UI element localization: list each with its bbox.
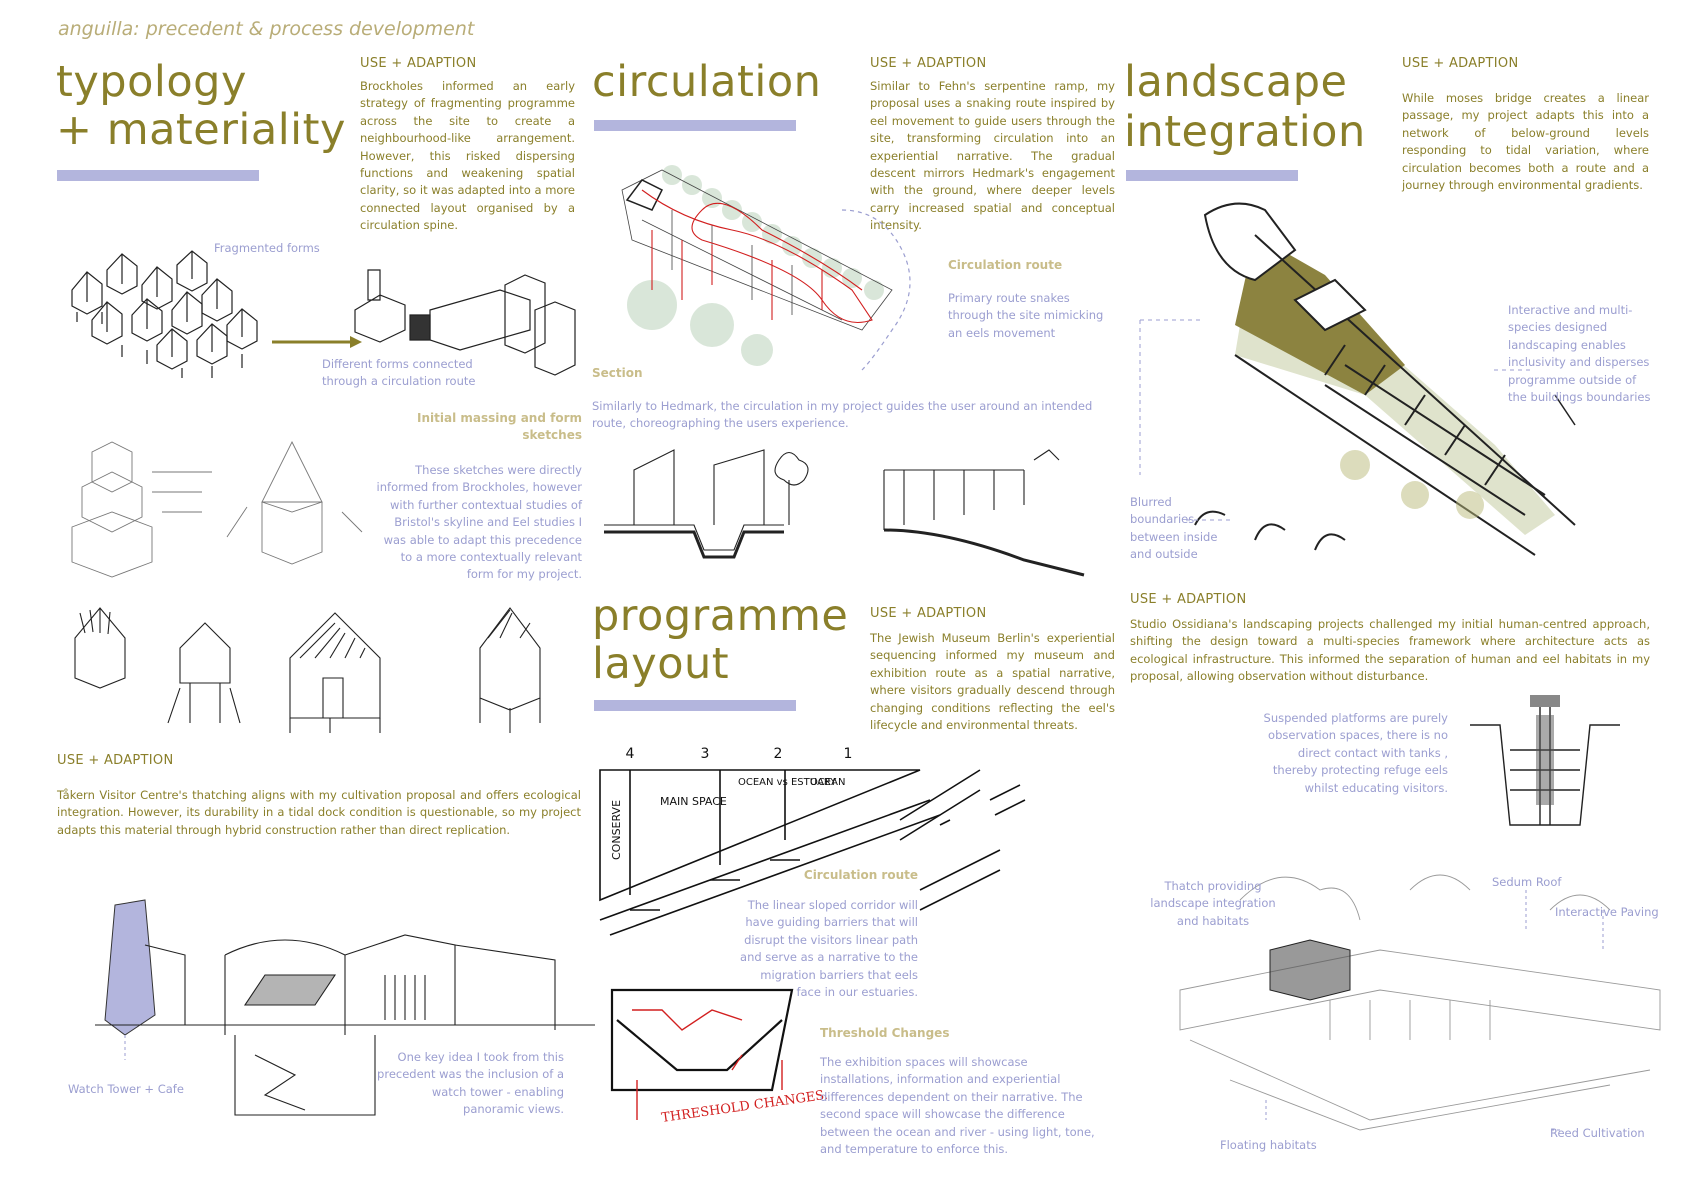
landscape-dashed-leaders — [1139, 319, 1530, 521]
typology-divider — [57, 170, 259, 181]
label-floating-habitats: Floating habitats — [1220, 1138, 1317, 1152]
label-blurred-boundaries: Blurred boundaries between inside and ou… — [1130, 495, 1218, 562]
label-sedum-roof: Sedum Roof — [1492, 875, 1562, 889]
landscape-text: While moses bridge creates a linear pass… — [1402, 91, 1649, 193]
section-text: Similarly to Hedmark, the circulation in… — [592, 399, 1093, 431]
sketch-number-4: 4 — [626, 746, 635, 762]
label-connected-forms: Different forms connected through a circ… — [322, 357, 476, 389]
section-label: Section — [592, 366, 643, 380]
landscape-plan — [1194, 202, 1576, 556]
label-interactive-paving: Interactive Paving — [1555, 905, 1659, 919]
label-thatch: Thatch providing landscape integration a… — [1150, 879, 1276, 928]
landscape-title-line1: landscape — [1124, 57, 1348, 107]
section-sketches — [604, 449, 1085, 577]
typology-text: Brockholes informed an early strategy of… — [360, 79, 575, 233]
programme-route-text: The linear sloped corridor will have gui… — [740, 898, 918, 1000]
circulation-title: circulation — [592, 57, 822, 107]
massing-title: Initial massing and form sketches — [417, 411, 582, 442]
landscape-divider — [1126, 170, 1298, 181]
circulation-divider — [594, 120, 796, 131]
thatch-sketches — [74, 607, 541, 733]
typology-heading: USE + ADAPTION — [360, 56, 477, 71]
watch-tower-text: One key idea I took from this precedent … — [377, 1050, 564, 1117]
landscape-title-line2: integration — [1124, 107, 1366, 157]
sketch-number-1: 1 — [844, 746, 853, 762]
platform-text: Suspended platforms are purely observati… — [1263, 711, 1448, 795]
watch-tower-sketch — [95, 899, 595, 1116]
connected-forms-sketch — [354, 269, 576, 376]
programme-title-line1: programme — [592, 591, 849, 641]
programme-route-title: Circulation route — [803, 868, 918, 882]
landscape-heading2: USE + ADAPTION — [1130, 592, 1247, 607]
label-interactive-landscaping: Interactive and multi-species designed l… — [1508, 303, 1651, 405]
circulation-heading: USE + ADAPTION — [870, 56, 987, 71]
programme-heading: USE + ADAPTION — [870, 606, 987, 621]
sketch-label-ocean-estuary: OCEAN vs ESTUARY — [738, 777, 837, 788]
programme-text: The Jewish Museum Berlin's experiential … — [870, 631, 1115, 733]
circulation-text: Similar to Fehn's serpentine ramp, my pr… — [870, 79, 1115, 233]
threshold-sketch: THRESHOLD CHANGES. — [610, 988, 829, 1126]
circulation-route-title: Circulation route — [948, 258, 1063, 272]
landscape-heading: USE + ADAPTION — [1402, 56, 1519, 71]
landscape-perspective-sketch — [1179, 874, 1661, 1131]
threshold-text: The exhibition spaces will showcase inst… — [820, 1055, 1095, 1157]
landscape-text2: Studio Ossidiana's landscaping projects … — [1130, 617, 1650, 684]
sketch-label-conserve: CONSERVE — [610, 800, 623, 860]
programme-divider — [594, 700, 796, 711]
fragmented-forms-sketch — [71, 250, 258, 378]
label-fragmented-forms: Fragmented forms — [214, 241, 320, 255]
threshold-title: Threshold Changes — [820, 1026, 950, 1040]
massing-text: These sketches were directly informed fr… — [376, 463, 582, 582]
typology-text2: Tåkern Visitor Centre's thatching aligns… — [57, 788, 581, 837]
sketch-label-ocean: OCEAN — [810, 777, 846, 788]
sketch-number-3: 3 — [701, 746, 710, 762]
circulation-site-plan — [621, 165, 911, 371]
massing-sketches — [71, 440, 363, 578]
page-title: anguilla: precedent & process developmen… — [58, 18, 475, 40]
typology-arrow — [272, 336, 362, 348]
typology-heading2: USE + ADAPTION — [57, 753, 174, 768]
programme-sketch: 4 3 2 1 CONSERVE MAIN SPACE OCEAN vs EST… — [599, 746, 1026, 936]
typology-title-line1: typology — [56, 57, 247, 107]
platform-section — [1470, 695, 1620, 826]
sketch-label-main-space: MAIN SPACE — [660, 795, 727, 808]
label-reed-cultivation: Reed Cultivation — [1550, 1126, 1645, 1140]
threshold-sketch-text: THRESHOLD CHANGES. — [660, 1088, 828, 1126]
label-watch-tower: Watch Tower + Cafe — [68, 1082, 184, 1096]
sketch-number-2: 2 — [774, 746, 783, 762]
programme-title-line2: layout — [592, 639, 730, 689]
circulation-route-text: Primary route snakes through the site mi… — [948, 291, 1104, 340]
typology-title-line2: + materiality — [56, 105, 346, 155]
